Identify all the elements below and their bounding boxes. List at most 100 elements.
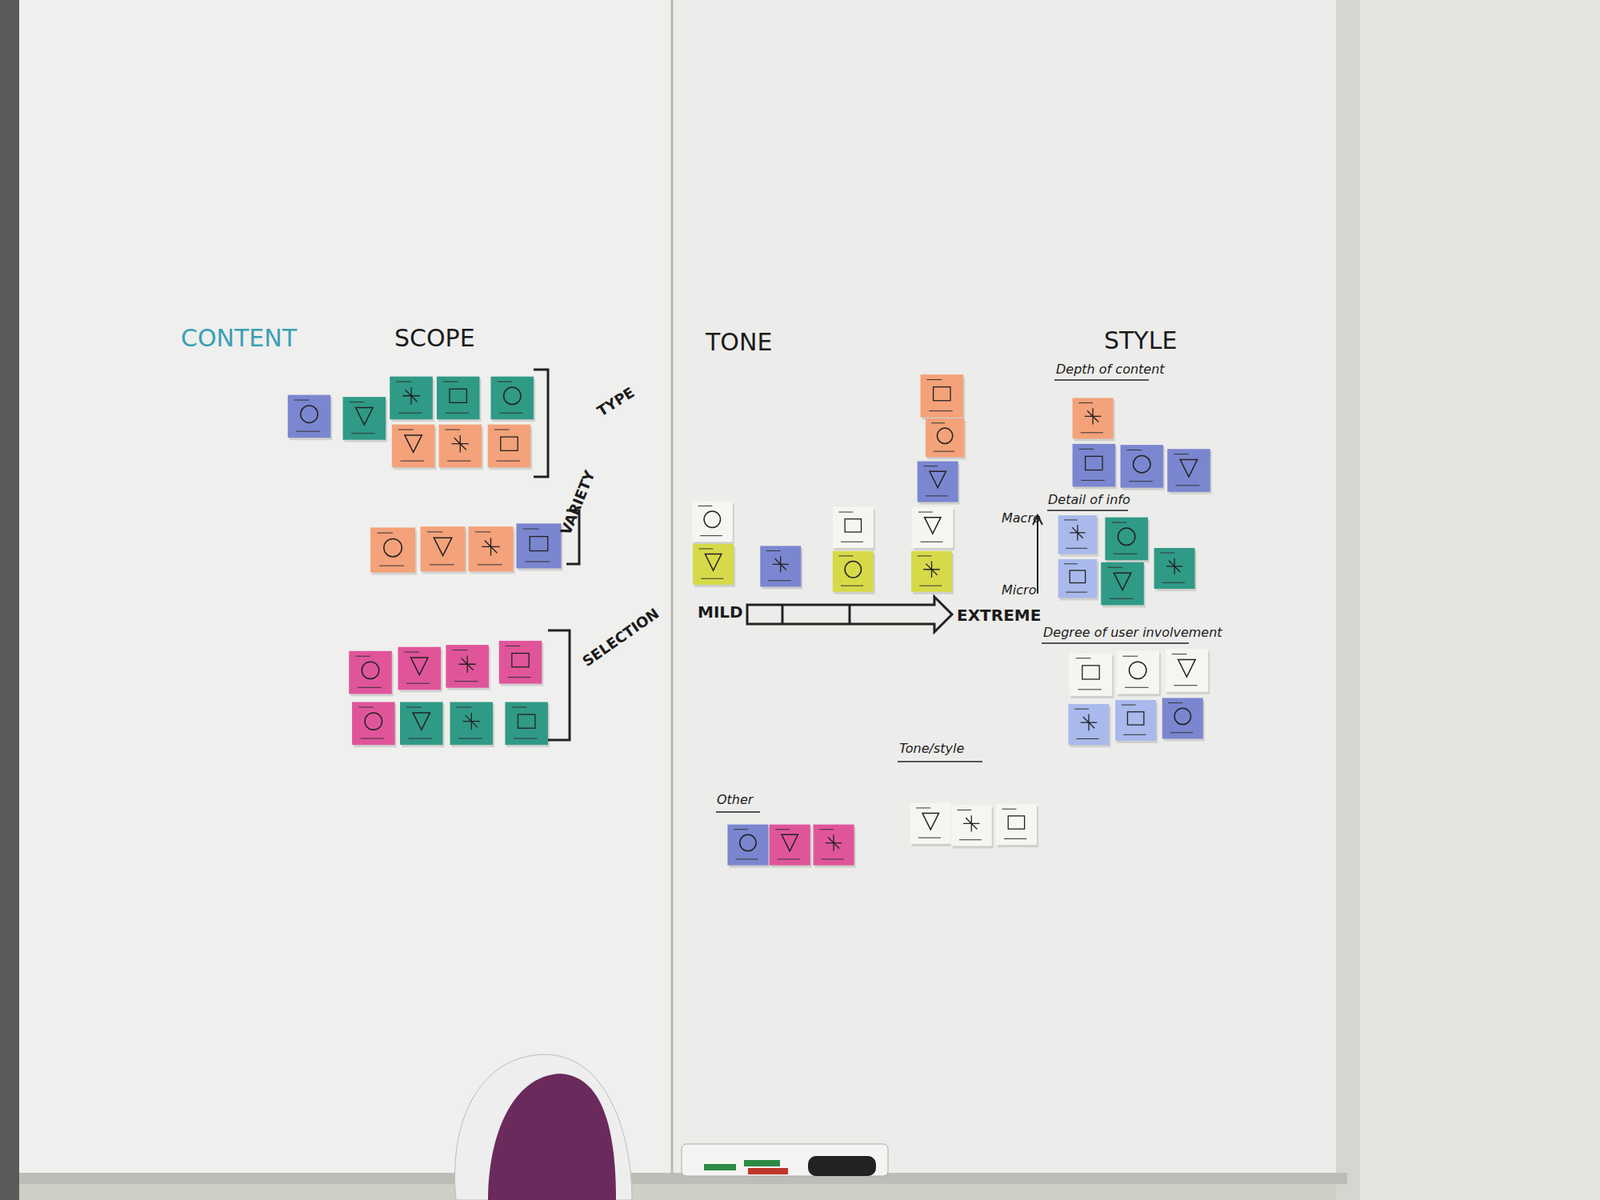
marker <box>704 1164 736 1171</box>
note-paper <box>1115 700 1156 741</box>
note-paper <box>1072 397 1114 439</box>
note-sketch <box>922 813 939 830</box>
note-sketch <box>1174 708 1191 724</box>
mild-extreme-arrow <box>747 596 952 632</box>
note-paper <box>450 702 494 746</box>
sticky-note <box>499 640 544 687</box>
note-scribble <box>525 561 551 563</box>
note-scribble <box>349 401 365 403</box>
sticky-note <box>1162 697 1205 741</box>
note-sketch <box>433 537 452 556</box>
sticky-note <box>692 500 735 544</box>
sticky-note <box>370 527 417 575</box>
note-scribble <box>933 451 956 452</box>
marker <box>748 1168 788 1175</box>
sticky-note <box>436 376 482 423</box>
note-scribble <box>475 531 492 532</box>
note-sketch <box>512 653 529 668</box>
note-paper <box>951 804 992 846</box>
note-paper <box>436 376 480 420</box>
note-scribble <box>360 738 384 740</box>
note-scribble <box>1109 598 1133 600</box>
note-scribble <box>699 548 714 549</box>
panel-divider <box>671 0 674 1176</box>
note-sketch <box>929 471 946 488</box>
note-sketch <box>411 657 428 675</box>
note-sketch <box>1127 712 1144 725</box>
sticky-note <box>951 804 994 848</box>
note-scribble <box>1002 808 1017 810</box>
sticky-note <box>438 424 484 471</box>
note-sketch <box>361 661 379 679</box>
note-scribble <box>507 676 531 678</box>
note-sketch <box>1008 816 1024 829</box>
whiteboard-panel <box>19 0 672 1176</box>
chair-cushion <box>488 1073 616 1200</box>
axis-label: Macro <box>1001 510 1041 526</box>
sticky-note <box>1115 700 1158 744</box>
note-paper <box>400 702 444 746</box>
left-edge <box>0 0 20 1200</box>
note-sketch <box>463 712 480 730</box>
note-sketch <box>356 408 373 425</box>
note-sketch <box>772 556 789 572</box>
note-scribble <box>1113 553 1137 555</box>
note-scribble <box>294 400 310 401</box>
sticky-note <box>692 544 736 588</box>
note-scribble <box>379 565 404 567</box>
note-paper <box>1167 448 1211 492</box>
sticky-note <box>769 824 812 868</box>
note-scribble <box>523 528 540 530</box>
note-scribble <box>1121 704 1136 706</box>
note-scribble <box>840 541 864 543</box>
sticky-note <box>491 376 536 423</box>
note-scribble <box>918 837 941 839</box>
note-paper <box>468 526 513 572</box>
note-scribble <box>1168 702 1183 704</box>
note-paper <box>397 647 441 691</box>
note-scribble <box>351 432 375 434</box>
note-sketch <box>924 517 941 534</box>
sub-heading: Other <box>716 792 753 808</box>
note-scribble <box>819 828 834 830</box>
sub-heading: Depth of content <box>1056 361 1165 377</box>
note-scribble <box>1122 656 1138 657</box>
note-sketch <box>1084 408 1101 424</box>
sticky-note <box>1069 652 1115 699</box>
note-paper <box>343 396 387 440</box>
note-scribble <box>775 828 790 830</box>
section-heading: SCOPE <box>394 324 476 352</box>
note-scribble <box>1124 687 1148 688</box>
sticky-note <box>397 647 443 693</box>
note-scribble <box>918 512 933 513</box>
brackets <box>533 369 580 740</box>
note-scribble <box>296 431 320 432</box>
note-scribble <box>838 555 853 556</box>
note-sketch <box>452 435 469 452</box>
note-paper <box>832 551 874 592</box>
sticky-note <box>910 803 953 847</box>
note-paper <box>1116 651 1160 695</box>
note-scribble <box>1123 734 1146 736</box>
note-scribble <box>1078 402 1093 404</box>
note-scribble <box>1065 592 1088 593</box>
note-scribble <box>1074 708 1089 710</box>
sticky-note <box>389 376 435 423</box>
sticky-note <box>1120 444 1166 491</box>
sticky-note <box>813 824 856 868</box>
note-scribble <box>697 505 712 507</box>
note-sketch <box>1113 572 1131 590</box>
note-paper <box>920 374 964 418</box>
note-scribble <box>736 858 759 860</box>
note-paper <box>1162 697 1204 739</box>
note-scribble <box>1107 567 1123 568</box>
sticky-note <box>727 824 770 868</box>
sticky-note <box>343 396 388 443</box>
macro-micro-arrow <box>1032 515 1043 594</box>
note-scribble <box>447 460 471 462</box>
note-paper <box>504 702 548 746</box>
note-sketch <box>529 536 548 552</box>
note-paper <box>516 523 561 568</box>
note-sketch <box>933 387 951 401</box>
